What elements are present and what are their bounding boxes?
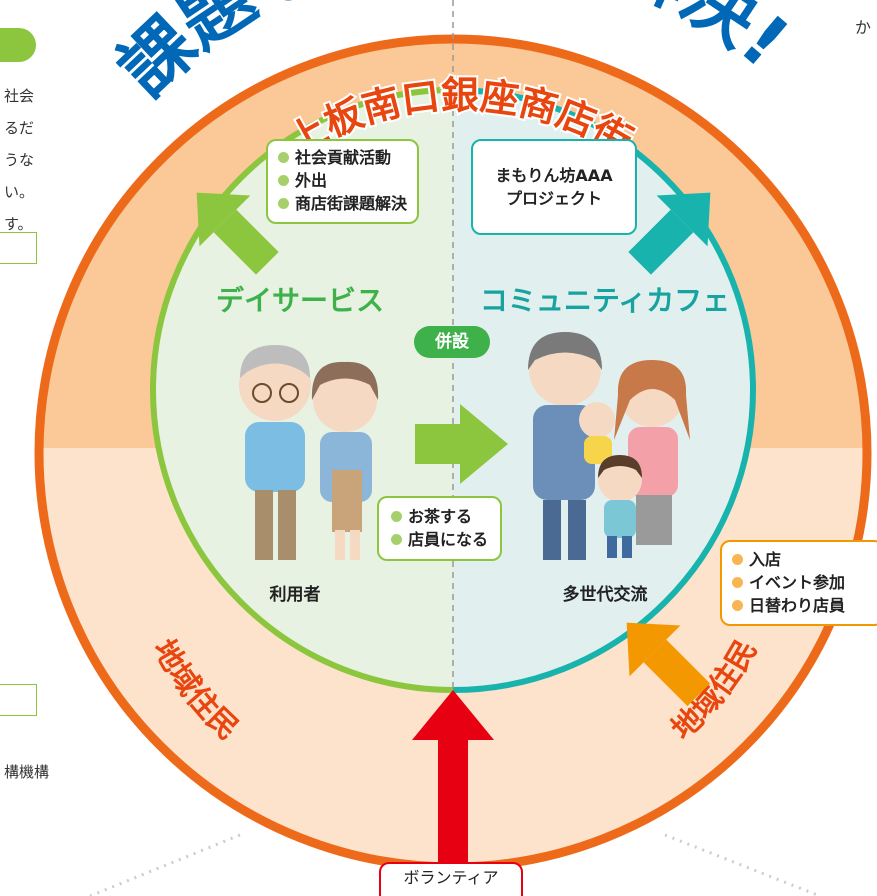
community-cafe-title: コミュニティカフェ bbox=[480, 284, 730, 317]
activity-item: 商店街課題解決 bbox=[295, 194, 408, 213]
side-tab-green bbox=[0, 28, 36, 62]
side-text-block: 社会 るだ うな い。 す。 bbox=[4, 80, 34, 240]
resident-activity-item: 入店 bbox=[749, 550, 782, 569]
bullet-dot bbox=[278, 152, 289, 163]
side-box-2 bbox=[0, 684, 37, 716]
volunteer-label: ボランティア bbox=[403, 868, 499, 887]
activity-item: 外出 bbox=[295, 171, 328, 190]
side-box-1 bbox=[0, 232, 37, 264]
bullet-dot bbox=[278, 198, 289, 209]
family-illustration bbox=[528, 332, 690, 560]
bullet-dot bbox=[732, 600, 743, 611]
arrow-up-left-green bbox=[196, 192, 279, 275]
side-text-line: るだ bbox=[4, 119, 35, 137]
cafe-activity-item: お茶する bbox=[408, 507, 473, 526]
bullet-dot bbox=[391, 511, 402, 522]
cafe-activity-item: 店員になる bbox=[408, 530, 489, 549]
dotted-line-right bbox=[664, 833, 821, 896]
project-box: まもりん坊AAA プロジェクト bbox=[471, 139, 637, 235]
side-text-line: 社会 bbox=[4, 87, 35, 105]
side-text-line: うな bbox=[4, 151, 35, 169]
activity-box: 社会貢献活動 外出 商店街課題解決 bbox=[266, 139, 420, 224]
resident-activity-item: イベント参加 bbox=[749, 573, 846, 592]
project-line: プロジェクト bbox=[505, 189, 602, 208]
multigen-label: 多世代交流 bbox=[562, 585, 648, 605]
inner-ring-left bbox=[150, 87, 454, 693]
annex-badge: 併設 bbox=[414, 326, 490, 358]
resident-activity-item: 日替わり店員 bbox=[749, 596, 846, 615]
side-footer: 構機構 bbox=[4, 763, 50, 781]
arrow-up-red bbox=[412, 690, 494, 870]
day-service-title: デイサービス bbox=[216, 284, 384, 317]
dotted-line-left bbox=[89, 833, 241, 896]
arrow-up-right-teal bbox=[628, 192, 711, 275]
arrow-right-green bbox=[415, 404, 508, 484]
side-text-line: い。 bbox=[4, 183, 35, 201]
elderly-couple-illustration bbox=[239, 345, 379, 560]
arrow-up-left-orange bbox=[626, 622, 711, 707]
bullet-dot bbox=[391, 534, 402, 545]
inner-ring-right bbox=[452, 87, 756, 693]
top-right-fragment: か bbox=[854, 18, 871, 37]
bullet-dot bbox=[278, 175, 289, 186]
bullet-dot bbox=[732, 577, 743, 588]
volunteer-box: ボランティア bbox=[379, 862, 523, 896]
resident-activity-box: 入店 イベント参加 日替わり店員 bbox=[720, 540, 877, 626]
project-line: まもりん坊AAA bbox=[495, 166, 613, 185]
activity-item: 社会貢献活動 bbox=[295, 148, 392, 167]
users-label: 利用者 bbox=[269, 585, 321, 605]
bullet-dot bbox=[732, 554, 743, 565]
side-text-line: す。 bbox=[4, 215, 33, 233]
cafe-activity-box: お茶する 店員になる bbox=[377, 496, 503, 561]
